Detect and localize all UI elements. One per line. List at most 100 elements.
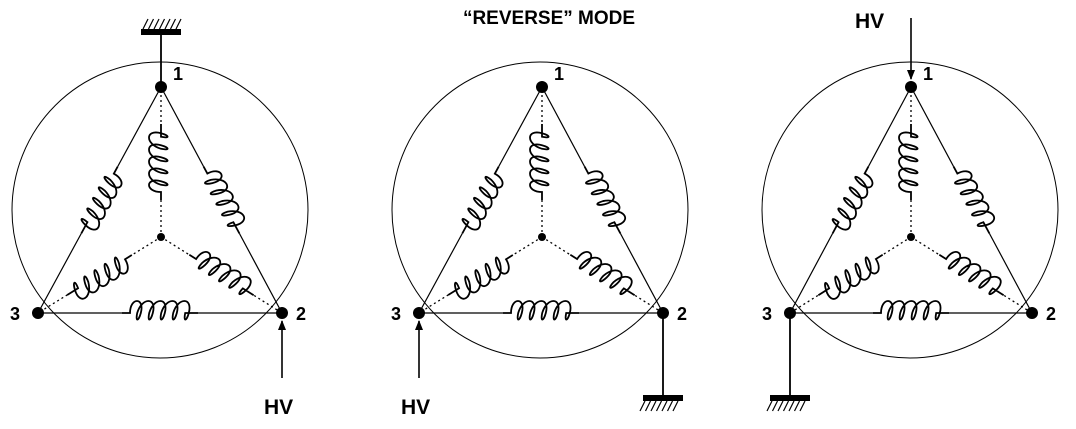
panel-3-terminal-2-label: 2	[1046, 304, 1056, 324]
panel-2-delta-coil-1-3	[448, 158, 513, 242]
panel-1-delta-coil-3-2-winding	[122, 300, 198, 321]
panel-2-delta-coil-1-3-winding	[461, 166, 504, 234]
panel-1-terminal-2-dot	[276, 307, 288, 319]
panel-2-outer-circle	[391, 61, 689, 359]
panel-2-star-coil-2	[561, 241, 644, 309]
panel-3-terminal-1-dot	[905, 81, 917, 93]
panel-2-star-coil-1	[526, 124, 558, 200]
panel-2-ground-symbol-hatch	[650, 400, 657, 412]
panel-2-ground-symbol	[639, 395, 683, 412]
panel-1-hv-label: HV	[264, 396, 293, 419]
panel-1-ground-symbol-hatch	[153, 18, 160, 30]
panel-2-star-coil-2-winding	[569, 251, 636, 296]
panel-1-star-coil-1-winding	[148, 124, 169, 200]
panel-3-star-coil-3-winding	[817, 254, 884, 300]
panel-3-delta-coil-1-2	[939, 158, 1004, 242]
panel-1-ground-symbol-plate	[141, 29, 181, 35]
panel-3-ground-symbol-hatch	[771, 400, 779, 412]
panel-2-delta-coil-3-2	[503, 297, 579, 329]
panel-2-star-center-dot	[538, 233, 546, 241]
panel-3-star-coil-2	[930, 241, 1013, 309]
panel-1-delta-coil-1-3	[67, 158, 132, 242]
panel-1-star-coil-3-backdrop	[58, 241, 141, 309]
panel-2-ground-symbol-hatch	[644, 400, 652, 412]
panel-3-terminal-2-dot	[1026, 307, 1038, 319]
panel-2-terminal-3-dot	[413, 307, 425, 319]
panel-3-delta-coil-3-2	[873, 297, 949, 329]
panel-3-star-center-dot	[907, 233, 915, 241]
panel-1-terminal-1-label: 1	[173, 64, 183, 84]
panel-2-terminal-2-label: 2	[677, 304, 687, 324]
panel-3-ground-symbol-hatch	[766, 400, 773, 412]
panel-3-ground-symbol-plate	[770, 395, 810, 401]
panel-3-delta-coil-1-3	[818, 158, 883, 242]
panel-1-ground-symbol-hatch	[169, 18, 177, 30]
panel-1-delta-coil-1-2-winding	[202, 166, 246, 234]
panel-2-star-coil-3-winding	[447, 254, 514, 300]
panel-3-ground-symbol-hatch	[777, 400, 784, 412]
panel-1-ground-symbol-hatch	[175, 18, 182, 30]
panel-3-ground-symbol-hatch	[799, 400, 806, 412]
panel-3: 1 2 3 HV	[761, 10, 1059, 412]
panel-2-star-link	[418, 236, 543, 314]
panel-3-star-coil-2-backdrop	[930, 241, 1013, 309]
panel-1-outer-circle	[11, 61, 309, 359]
panel-3-ground-symbol-hatch	[782, 400, 790, 412]
panel-2-terminal-1-dot	[536, 81, 548, 93]
panel-3-delta-coil-1-2-winding	[952, 166, 996, 234]
panel-1-star-link	[37, 236, 162, 314]
panel-3-hv-label: HV	[855, 10, 884, 33]
panel-1-star-center-dot	[157, 233, 165, 241]
panel-1-delta-coil-1-2-backdrop	[189, 158, 254, 242]
panel-3-terminal-1-label: 1	[923, 64, 933, 84]
panel-1-delta-coil-1-2	[189, 158, 254, 242]
panel-1-star-coil-1	[145, 124, 177, 200]
panel-1-terminal-3-dot	[32, 307, 44, 319]
panel-2-ground-symbol-hatch	[672, 400, 679, 412]
panel-2-star-coil-2-backdrop	[561, 241, 644, 309]
panel-2-delta-coil-1-2-winding	[583, 166, 627, 234]
panel-2-delta-coil-1-2-backdrop	[570, 158, 635, 242]
panel-1-delta-coil-3-2	[122, 297, 198, 329]
panel-1-terminal-2-label: 2	[296, 304, 306, 324]
panel-3-delta-coil-1-3-backdrop	[818, 158, 883, 242]
panel-2-delta-coil-1-2	[570, 158, 635, 242]
panel-1: 1 2 3HV	[10, 18, 309, 419]
panel-1-star-coil-3-winding	[66, 254, 133, 300]
panel-1-star-coil-3	[58, 241, 141, 309]
panel-1-ground-symbol-hatch	[147, 18, 155, 30]
panel-3-star-coil-1	[895, 124, 927, 200]
panel-2-ground-symbol-hatch	[661, 400, 668, 412]
panel-3-delta-coil-3-2-winding	[873, 300, 949, 321]
panel-3-terminal-3-label: 3	[762, 304, 772, 324]
panel-1-ground-symbol-hatch	[164, 18, 171, 30]
panel-1-delta-coil-1-3-backdrop	[67, 158, 132, 242]
panel-1-star-coil-2-winding	[188, 251, 255, 296]
panel-3-star-coil-2-winding	[938, 251, 1005, 296]
panel-2-terminal-1-label: 1	[554, 64, 564, 84]
panel-3-star-coil-3-backdrop	[809, 241, 892, 309]
panel-2-delta-coil-3-2-winding	[503, 300, 579, 321]
panel-1-terminal-3-label: 3	[10, 304, 20, 324]
panel-2-star-coil-3	[439, 241, 522, 309]
panel-1-star-coil-2-backdrop	[180, 241, 263, 309]
panel-3-delta-coil-1-3-winding	[831, 166, 874, 234]
panel-3-star-coil-3	[809, 241, 892, 309]
panel-1-ground-symbol-hatch	[158, 18, 166, 30]
panel-3-ground-symbol-hatch	[788, 400, 795, 412]
diagram-title: “REVERSE” MODE	[463, 8, 635, 29]
panel-2-ground-symbol-hatch	[655, 400, 663, 412]
panel-3-outer-circle	[761, 61, 1059, 359]
panel-1-delta-coil-1-3-winding	[80, 166, 123, 234]
panel-2-star-coil-3-backdrop	[439, 241, 522, 309]
panel-2-terminal-3-label: 3	[391, 304, 401, 324]
panel-2-delta-coil-1-3-backdrop	[448, 158, 513, 242]
panel-2-ground-symbol-hatch	[639, 400, 646, 412]
panel-3-delta-coil-1-2-backdrop	[939, 158, 1004, 242]
panel-2-ground-symbol-hatch	[666, 400, 674, 412]
panel-2-hv-label: HV	[401, 396, 430, 419]
panel-2-star-coil-1-winding	[529, 124, 550, 200]
